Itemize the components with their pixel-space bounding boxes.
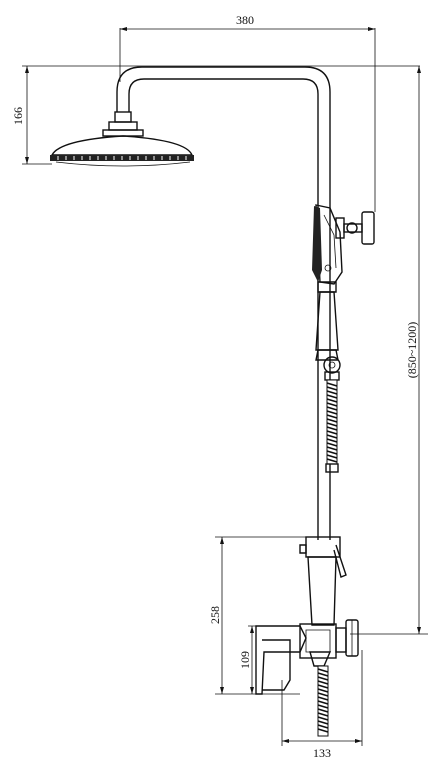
flexible-hose-upper — [325, 379, 339, 473]
flexible-hose-lower — [317, 665, 329, 737]
diverter-body — [299, 536, 347, 626]
dimension-riser-height: (850~1200) — [350, 66, 428, 635]
dimension-arm-width: 380 — [119, 13, 376, 212]
dimension-label-base-width: 133 — [313, 746, 331, 760]
wall-bracket-upper — [335, 211, 375, 245]
mixer-valve — [255, 619, 359, 695]
dimension-base-width: 133 — [281, 650, 363, 760]
dimension-spout-height: 109 — [238, 625, 290, 694]
dimension-label-arm-width: 380 — [236, 13, 254, 27]
dimension-label-mixer-height: 258 — [208, 606, 222, 624]
dimension-label-riser-height: (850~1200) — [405, 322, 419, 378]
hand-shower — [312, 204, 343, 361]
dimension-label-spout-height: 109 — [238, 651, 252, 669]
dimension-label-head-height: 166 — [11, 107, 25, 125]
rain-shower-head — [50, 111, 194, 167]
dimension-head-height: 166 — [11, 65, 420, 165]
overhead-arm-pipe — [116, 66, 331, 200]
dimension-mixer-height: 258 — [208, 536, 320, 695]
